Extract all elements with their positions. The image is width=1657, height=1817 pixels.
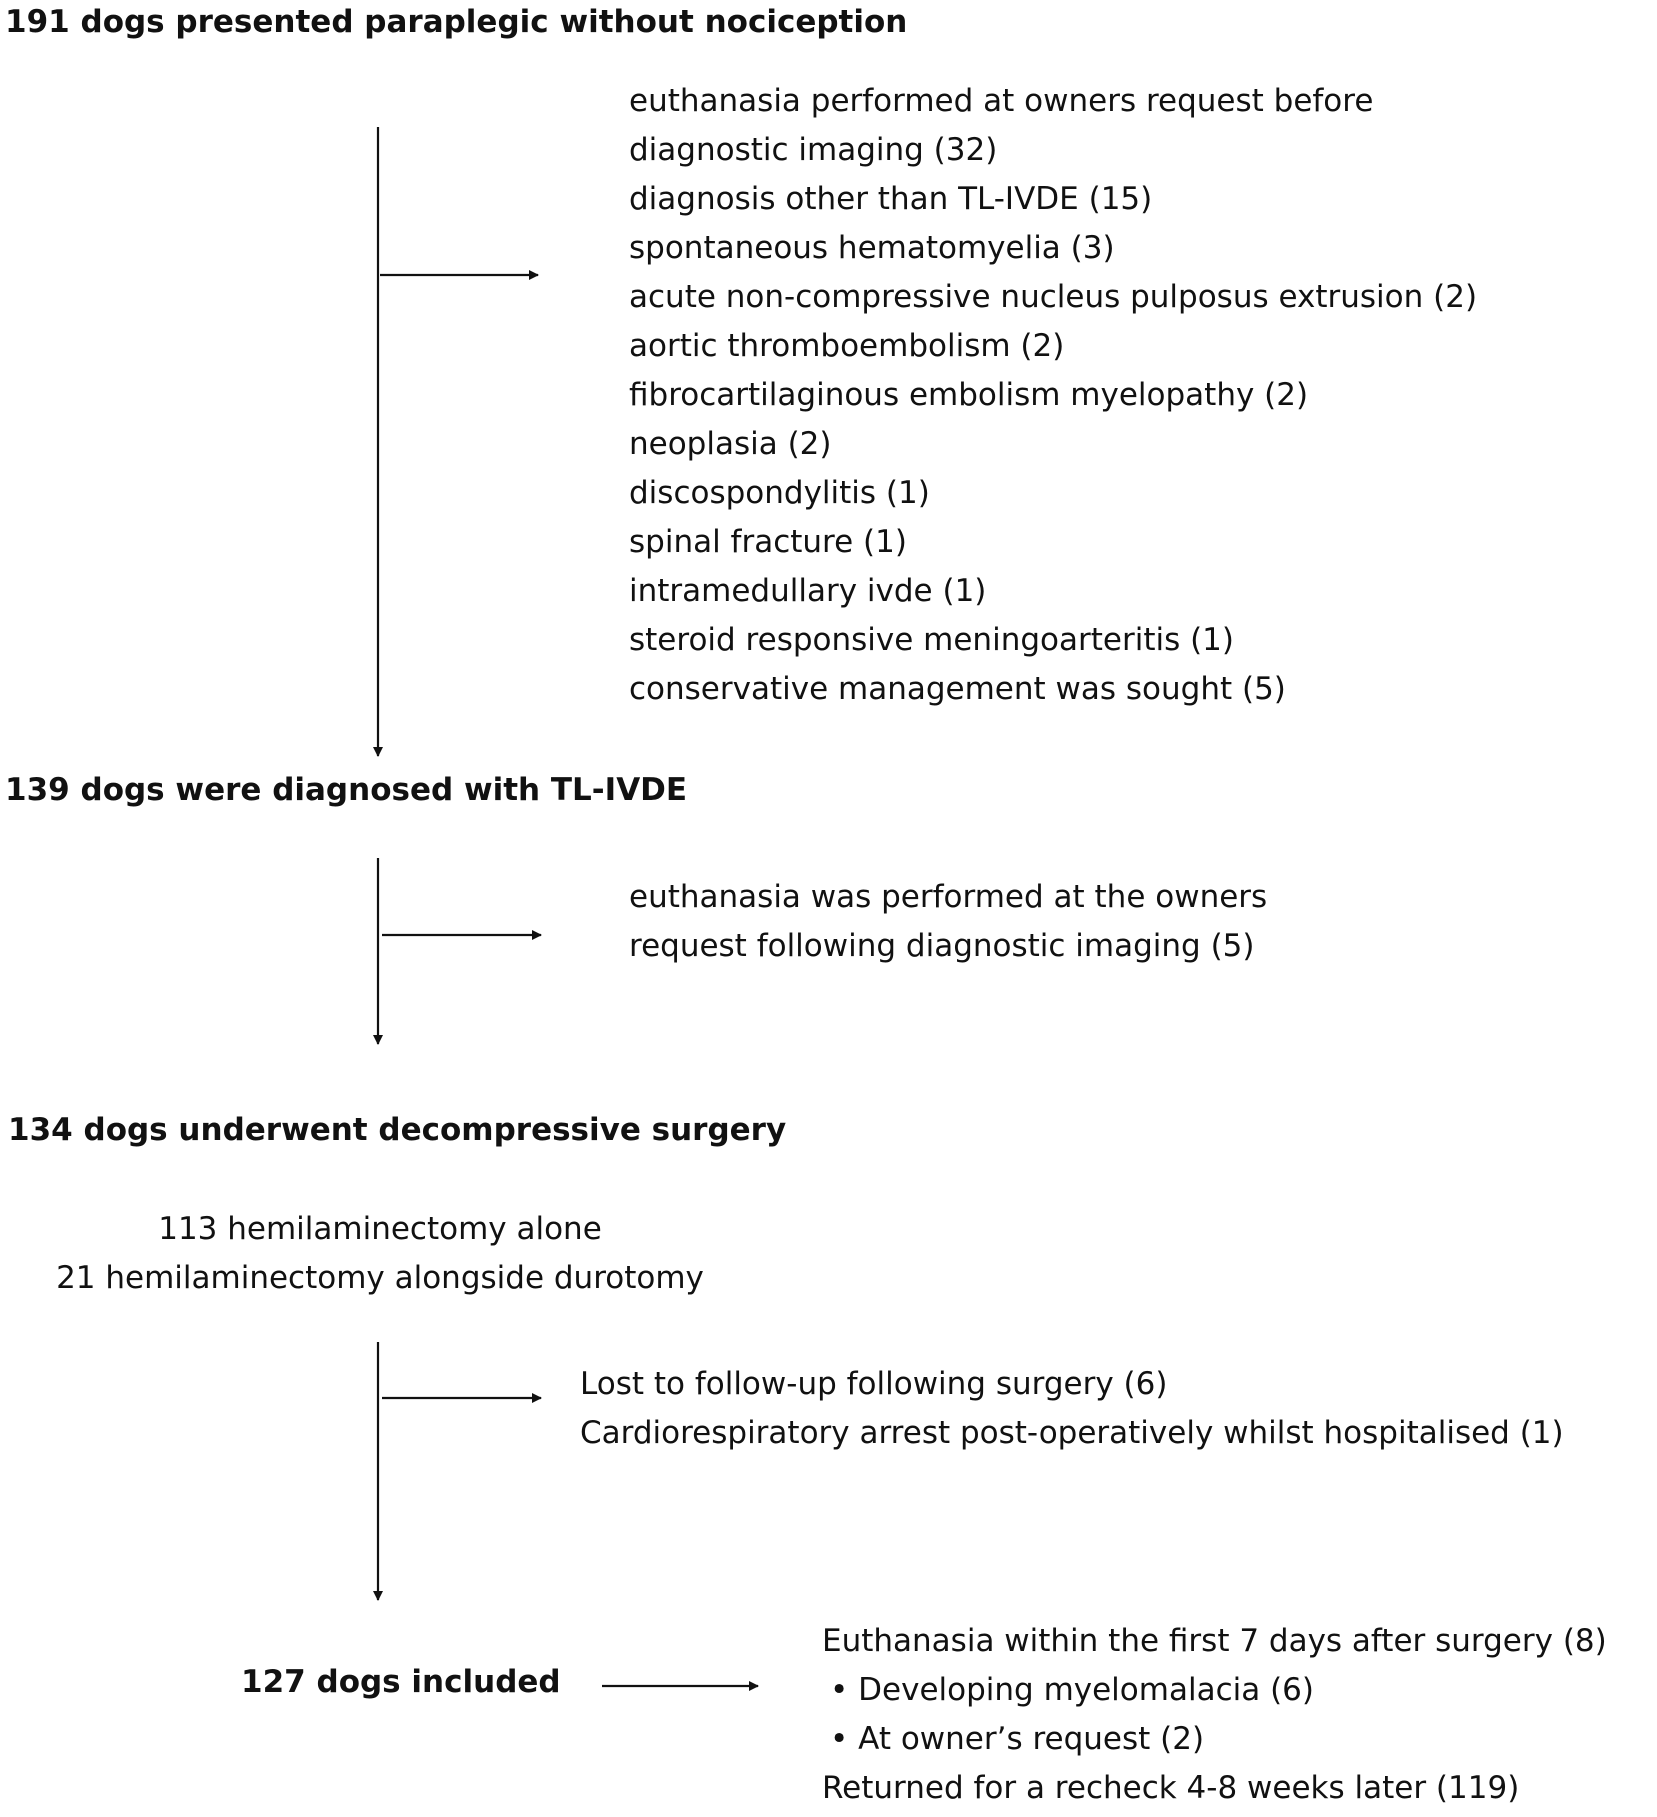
exclusion-line: Lost to follow-up following surgery (6): [580, 1366, 1168, 1402]
exclusion-line: euthanasia was performed at the owners: [629, 879, 1268, 915]
exclusion-line: conservative management was sought (5): [629, 671, 1286, 707]
bullet-text: At owner’s request (2): [858, 1721, 1205, 1757]
bullet-item: • Developing myelomalacia (6): [822, 1666, 1607, 1715]
stage-diagnosed: 139 dogs were diagnosed with TL-IVDE: [5, 772, 688, 808]
exclusion-before-imaging: euthanasia performed at owners request b…: [629, 77, 1477, 714]
exclusion-line: aortic thromboembolism (2): [629, 328, 1065, 364]
exclusion-line: Cardiorespiratory arrest post-operativel…: [580, 1415, 1564, 1451]
bullet-symbol: •: [830, 1672, 849, 1708]
surgery-type-line: 113 hemilaminectomy alone: [158, 1211, 602, 1247]
exclusion-line: spontaneous hematomyelia (3): [629, 230, 1115, 266]
exclusion-line: neoplasia (2): [629, 426, 832, 462]
exclusion-line: acute non-compressive nucleus pulposus e…: [629, 279, 1478, 315]
exclusion-line: spinal fracture (1): [629, 524, 907, 560]
exclusion-line: diagnosis other than TL-IVDE (15): [629, 181, 1153, 217]
stage-included: 127 dogs included: [241, 1664, 561, 1700]
exclusion-line: discospondylitis (1): [629, 475, 930, 511]
exclusion-line: request following diagnostic imaging (5): [629, 928, 1255, 964]
exclusion-line: euthanasia performed at owners request b…: [629, 83, 1374, 119]
exclusion-after-imaging: euthanasia was performed at the owners r…: [629, 873, 1267, 971]
surgery-types: 113 hemilaminectomy alone 21 hemilaminec…: [20, 1205, 740, 1303]
exclusion-line: diagnostic imaging (32): [629, 132, 998, 168]
recheck-line: Returned for a recheck 4-8 weeks later (…: [822, 1770, 1520, 1806]
bullet-item: • At owner’s request (2): [822, 1715, 1607, 1764]
exclusion-line: intramedullary ivde (1): [629, 573, 987, 609]
exclusion-after-surgery: Lost to follow-up following surgery (6) …: [580, 1360, 1564, 1458]
stage-surgery: 134 dogs underwent decompressive surgery: [8, 1112, 787, 1148]
exclusion-line: steroid responsive meningoarteritis (1): [629, 622, 1234, 658]
outcomes: Euthanasia within the first 7 days after…: [822, 1617, 1607, 1813]
euthanasia-line: Euthanasia within the first 7 days after…: [822, 1623, 1607, 1659]
stage-presented: 191 dogs presented paraplegic without no…: [5, 4, 908, 40]
surgery-type-line: 21 hemilaminectomy alongside durotomy: [56, 1260, 704, 1296]
exclusion-line: fibrocartilaginous embolism myelopathy (…: [629, 377, 1309, 413]
bullet-text: Developing myelomalacia (6): [858, 1672, 1314, 1708]
bullet-symbol: •: [830, 1721, 849, 1757]
